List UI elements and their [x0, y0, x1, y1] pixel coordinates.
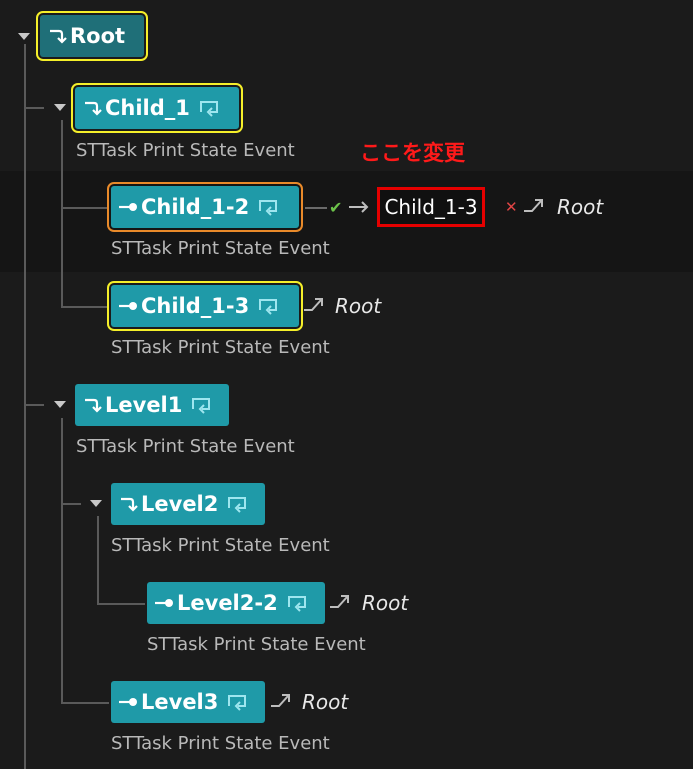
expander-level2[interactable]: [90, 500, 102, 507]
tree-line-level2-h: [61, 503, 81, 505]
task-label-level1: STTask Print State Event: [76, 436, 295, 457]
selected-row-highlight: [0, 171, 693, 272]
tree-line-child12-h: [61, 207, 109, 209]
state-node-child-1-2[interactable]: Child_1-2: [107, 182, 303, 232]
leaf-state-dot-icon: [117, 691, 139, 713]
expander-level1[interactable]: [54, 401, 66, 408]
state-node-level3[interactable]: Level3: [111, 681, 265, 723]
state-label: Level2: [141, 492, 219, 516]
tree-line-child1-vertical: [61, 120, 63, 308]
leaf-state-dot-icon: [117, 295, 139, 317]
task-label-child-1-2: STTask Print State Event: [111, 238, 330, 259]
transition-target-child-1-2: Root: [557, 195, 604, 219]
state-node-child-1-3[interactable]: Child_1-3: [107, 281, 303, 331]
cross-icon[interactable]: ✕: [505, 198, 518, 216]
state-node-root[interactable]: Root: [36, 11, 148, 61]
transition-target-level3: Root: [302, 690, 349, 714]
transition-target-level2-2: Root: [362, 591, 409, 615]
state-node-child-1[interactable]: Child_1: [71, 83, 243, 133]
annotation-change-here: ここを変更: [360, 141, 465, 165]
state-node-level2-2[interactable]: Level2-2: [147, 582, 325, 624]
transition-arrow-icon: [522, 193, 548, 215]
state-node-level2[interactable]: Level2: [111, 483, 265, 525]
tree-line-level1-vertical: [61, 418, 63, 704]
tree-line-root-vertical: [24, 44, 26, 769]
state-label: Level2-2: [177, 591, 278, 615]
enter-state-arrow-icon: [81, 394, 103, 416]
event-loop-icon: [257, 196, 283, 218]
leaf-state-dot-icon: [117, 196, 139, 218]
state-label: Level1: [105, 393, 183, 417]
transition-arrow-icon: [269, 688, 295, 710]
state-rename-input[interactable]: Child_1-3: [377, 187, 485, 227]
transition-arrow-icon: [347, 196, 373, 218]
expander-child-1[interactable]: [54, 104, 66, 111]
tree-line-level1-h: [24, 404, 44, 406]
tree-line-child13-h: [61, 306, 109, 308]
task-label-level2: STTask Print State Event: [111, 535, 330, 556]
state-label: Child_1-3: [141, 294, 250, 318]
event-loop-icon: [286, 592, 312, 614]
task-label-level3: STTask Print State Event: [111, 733, 330, 754]
event-loop-icon: [198, 97, 224, 119]
state-label: Root: [70, 24, 126, 48]
transition-connector: [305, 207, 327, 209]
enter-state-arrow-icon: [81, 97, 103, 119]
event-loop-icon: [226, 691, 252, 713]
task-label-child-1-3: STTask Print State Event: [111, 337, 330, 358]
task-label-child-1: STTask Print State Event: [76, 140, 295, 161]
leaf-state-dot-icon: [153, 592, 175, 614]
check-icon[interactable]: ✔: [329, 198, 343, 217]
state-label: Child_1-2: [141, 195, 250, 219]
tree-line-level22-h: [97, 603, 145, 605]
transition-arrow-icon: [302, 292, 328, 314]
state-label: Level3: [141, 690, 219, 714]
task-label-level2-2: STTask Print State Event: [147, 634, 366, 655]
event-loop-icon: [190, 394, 216, 416]
tree-line-child1-h: [24, 107, 44, 109]
transition-target-child-1-3: Root: [335, 294, 382, 318]
enter-state-arrow-icon: [46, 25, 68, 47]
tree-line-level3-h: [61, 702, 109, 704]
state-label: Child_1: [105, 96, 190, 120]
event-loop-icon: [257, 295, 283, 317]
tree-line-level2-vertical: [97, 516, 99, 605]
enter-state-arrow-icon: [117, 493, 139, 515]
state-node-level1[interactable]: Level1: [75, 384, 229, 426]
transition-arrow-icon: [328, 589, 354, 611]
expander-root[interactable]: [18, 33, 30, 40]
event-loop-icon: [226, 493, 252, 515]
